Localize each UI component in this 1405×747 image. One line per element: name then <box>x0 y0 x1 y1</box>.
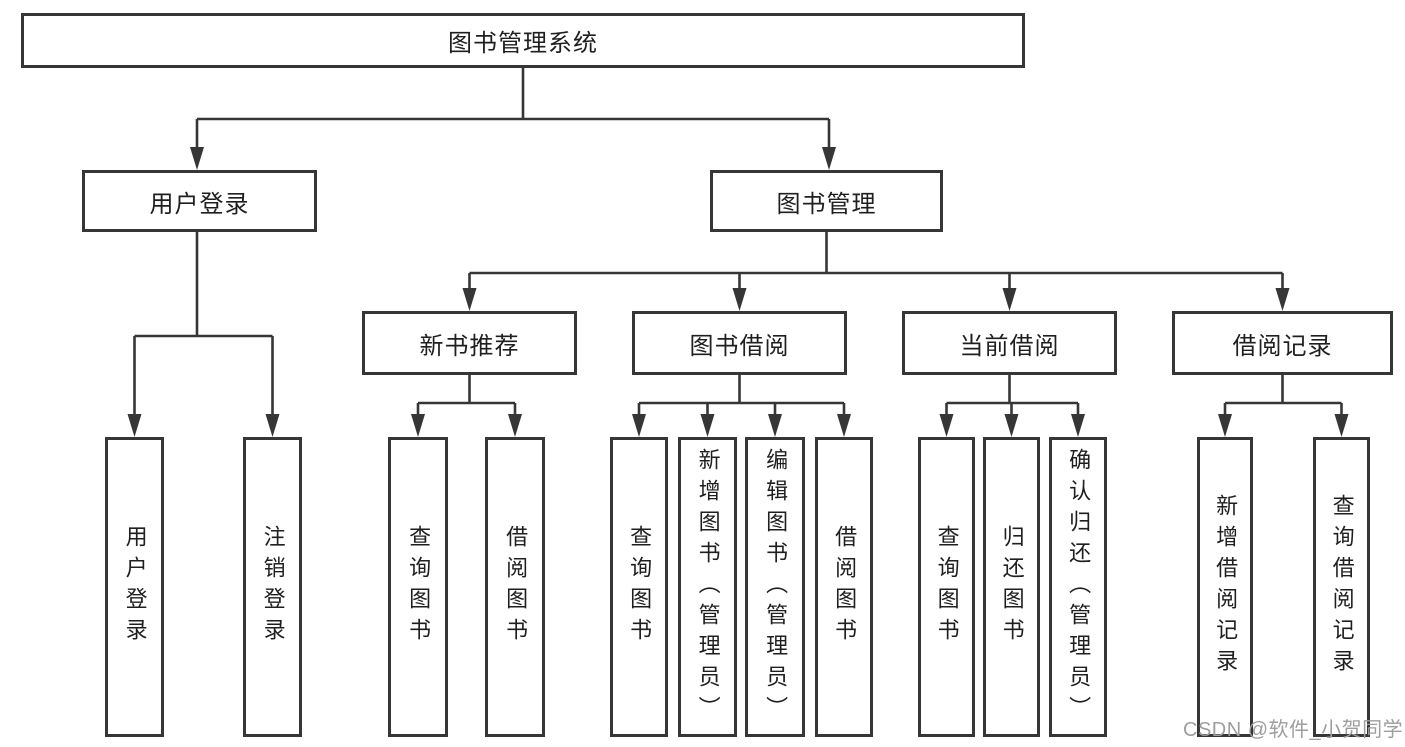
node-new-book-recommend: 新书推荐 <box>362 311 577 375</box>
node-borrow-records: 借阅记录 <box>1172 311 1393 375</box>
leaf-user-login: 用户登录 <box>105 437 164 737</box>
node-user-login: 用户登录 <box>82 170 317 232</box>
leaf-return-book: 归还图书 <box>983 437 1040 737</box>
leaf-add-book-admin: 新增图书（管理员） <box>678 437 737 737</box>
leaf-query-borrow-record: 查询借阅记录 <box>1313 437 1370 737</box>
leaf-edit-book-admin: 编辑图书（管理员） <box>745 437 805 737</box>
node-system-root: 图书管理系统 <box>21 13 1025 68</box>
leaf-logout: 注销登录 <box>243 437 302 737</box>
leaf-borrow-book: 借阅图书 <box>815 437 873 737</box>
leaf-recommend-query-book: 查询图书 <box>388 437 448 737</box>
leaf-borrow-query-book: 查询图书 <box>610 437 668 737</box>
leaf-recommend-borrow-book: 借阅图书 <box>485 437 545 737</box>
leaf-current-query-book: 查询图书 <box>918 437 975 737</box>
node-book-management: 图书管理 <box>710 170 943 232</box>
node-current-borrow: 当前借阅 <box>902 311 1117 375</box>
arrowheads <box>127 147 1349 437</box>
leaf-confirm-return-admin: 确认归还（管理员） <box>1049 437 1107 737</box>
node-book-borrow: 图书借阅 <box>632 311 847 375</box>
csdn-watermark: CSDN @软件_小贺同学 <box>1183 719 1404 741</box>
tree-edges <box>133 68 1343 416</box>
leaf-add-borrow-record: 新增借阅记录 <box>1197 437 1253 737</box>
